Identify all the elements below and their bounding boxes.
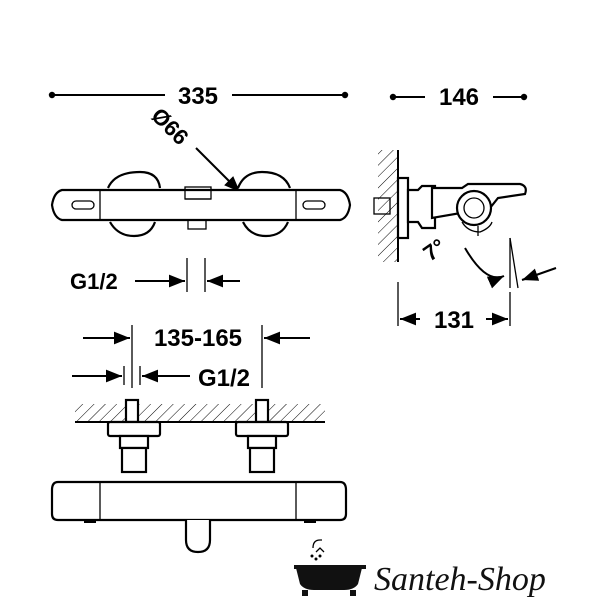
overall-length-label: 335 xyxy=(178,83,218,110)
brand-logo: Santeh-Shop xyxy=(294,539,546,598)
top-view-body xyxy=(50,170,352,238)
brand-name: Santeh-Shop xyxy=(374,561,546,598)
center-distance-dimension: 135-165 xyxy=(83,325,310,388)
inlet-thread-front-dimension: G1/2 xyxy=(72,365,250,392)
overall-length-dimension: 335 xyxy=(48,83,349,110)
center-distance-label: 135-165 xyxy=(154,325,242,352)
tilt-angle-dimension: 7° xyxy=(419,234,557,289)
knob-diameter-dimension: Ø66 xyxy=(146,103,241,193)
wall-projection-dimension: 131 xyxy=(397,282,511,334)
inlet-thread-top-label: G1/2 xyxy=(70,269,118,294)
side-view-body xyxy=(373,150,527,262)
tilt-angle-label: 7° xyxy=(419,234,451,267)
depth-dimension: 146 xyxy=(389,84,528,111)
front-view-body xyxy=(50,398,348,554)
inlet-thread-top-dimension: G1/2 xyxy=(70,258,240,294)
depth-label: 146 xyxy=(439,84,479,111)
bathtub-shower-icon xyxy=(294,539,366,596)
inlet-thread-front-label: G1/2 xyxy=(198,365,250,392)
wall-projection-label: 131 xyxy=(434,307,474,334)
